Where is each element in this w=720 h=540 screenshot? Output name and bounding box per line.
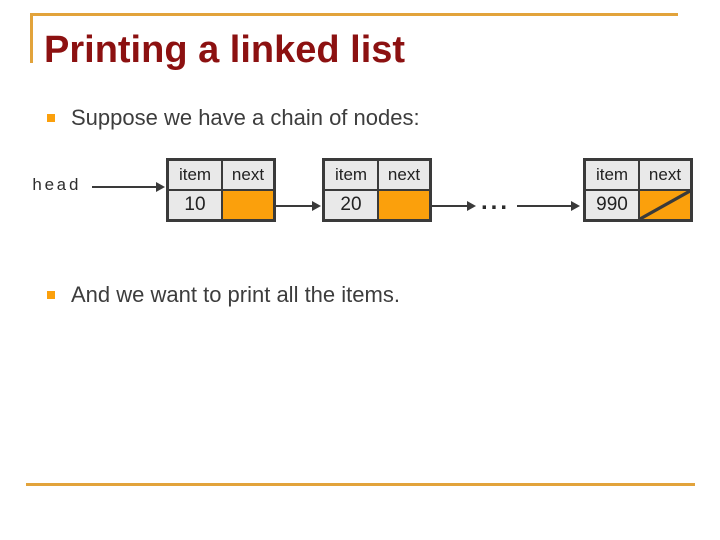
- linked-list-node-1: item next 10: [166, 158, 276, 222]
- linked-list-node-3: item next 990: [583, 158, 693, 222]
- ellipsis-label: ...: [481, 188, 511, 215]
- node-item-header: item: [586, 161, 638, 189]
- null-pointer-diagonal-icon: [640, 191, 690, 219]
- arrow-node1-to-node2: [247, 205, 312, 207]
- bullet-item: Suppose we have a chain of nodes:: [47, 105, 420, 131]
- arrowhead-icon: [571, 201, 580, 211]
- node-next-pointer: [223, 191, 273, 219]
- title-accent-line-top: [30, 13, 678, 16]
- node-item-value: 990: [586, 191, 638, 219]
- linked-list-node-2: item next 20: [322, 158, 432, 222]
- bullet-square-icon: [47, 291, 55, 299]
- bullet-text: Suppose we have a chain of nodes:: [71, 105, 420, 130]
- page-title: Printing a linked list: [44, 29, 406, 71]
- arrow-ellipsis-to-node3: [517, 205, 571, 207]
- arrow-node2-to-ellipsis: [404, 205, 467, 207]
- arrowhead-icon: [467, 201, 476, 211]
- title-accent-line-left: [30, 13, 33, 63]
- node-item-header: item: [325, 161, 377, 189]
- bullet-square-icon: [47, 114, 55, 122]
- node-next-header: next: [223, 161, 273, 189]
- node-item-value: 20: [325, 191, 377, 219]
- head-pointer-label: head: [32, 177, 81, 196]
- node-item-header: item: [169, 161, 221, 189]
- node-next-header: next: [379, 161, 429, 189]
- arrowhead-icon: [312, 201, 321, 211]
- node-next-pointer: [640, 191, 690, 219]
- node-next-pointer: [379, 191, 429, 219]
- footer-accent-line: [26, 483, 695, 486]
- node-next-header: next: [640, 161, 690, 189]
- arrowhead-icon: [156, 182, 165, 192]
- node-item-value: 10: [169, 191, 221, 219]
- arrow-head-to-node1: [92, 186, 156, 188]
- bullet-text: And we want to print all the items.: [71, 282, 400, 307]
- bullet-item: And we want to print all the items.: [47, 282, 400, 308]
